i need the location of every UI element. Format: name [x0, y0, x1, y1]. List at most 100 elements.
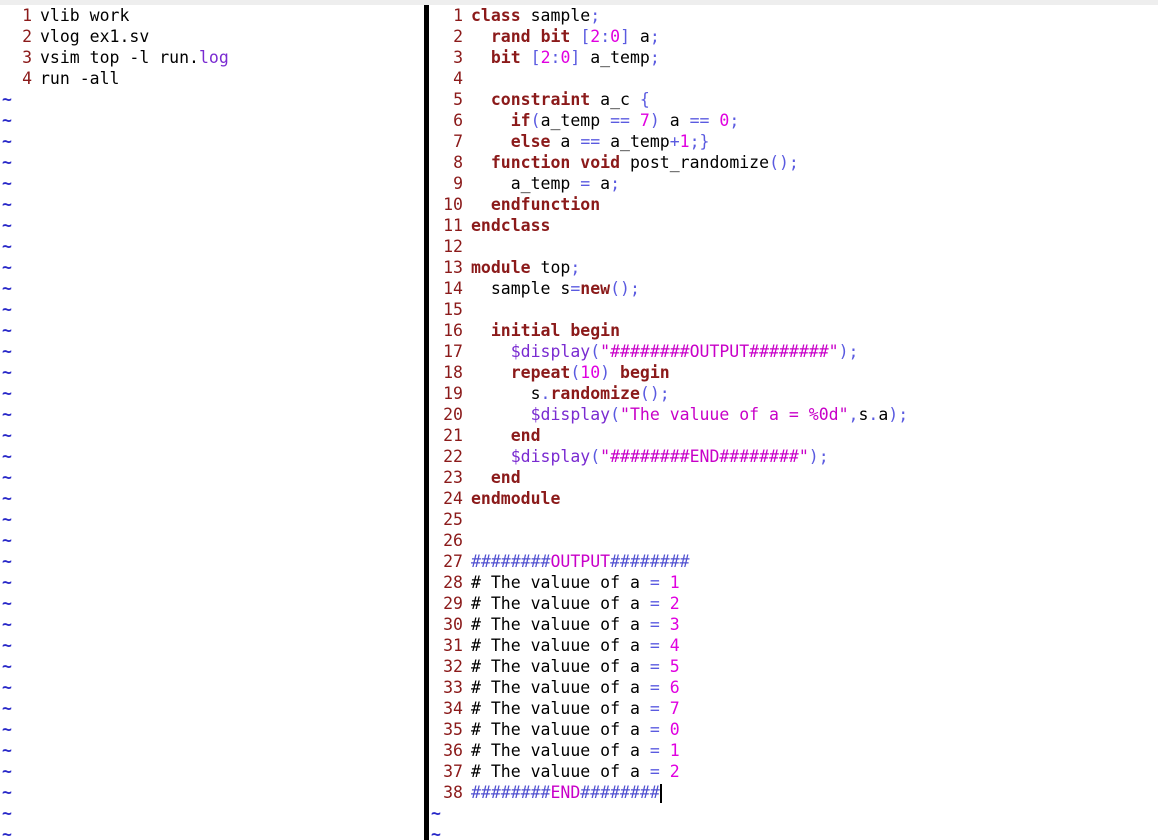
code-token: a_temp — [580, 48, 650, 67]
code-line[interactable]: 5 constraint a_c { — [429, 89, 1158, 110]
code-token: a — [630, 27, 650, 46]
code-line[interactable]: 21 end — [429, 425, 1158, 446]
code-token: post_randomize — [620, 153, 770, 172]
code-line[interactable]: 16 initial begin — [429, 320, 1158, 341]
line-number: 6 — [453, 111, 463, 130]
code-line[interactable]: 25 — [429, 509, 1158, 530]
code-line[interactable]: 38########END######## — [429, 782, 1158, 803]
code-token: ; — [610, 174, 621, 193]
code-token: 1 — [669, 741, 680, 760]
code-line[interactable]: 15 — [429, 299, 1158, 320]
empty-line-tilde: ~ — [2, 426, 12, 445]
text-cursor — [659, 784, 662, 803]
code-line[interactable]: 34# The valuue of a = 7 — [429, 698, 1158, 719]
empty-line-tilde: ~ — [2, 489, 12, 508]
code-line[interactable]: 3 bit [2:0] a_temp; — [429, 47, 1158, 68]
code-line[interactable]: 18 repeat(10) begin — [429, 362, 1158, 383]
code-token: ); — [888, 405, 909, 424]
vertical-split-separator[interactable] — [424, 5, 429, 840]
code-token: a — [659, 111, 690, 130]
code-line[interactable]: 12 — [429, 236, 1158, 257]
code-token: # The valuue of a — [471, 762, 650, 781]
line-number: 29 — [443, 594, 463, 613]
code-line[interactable]: 22 $display("########END########"); — [429, 446, 1158, 467]
code-token — [660, 720, 670, 739]
line-number: 3 — [22, 48, 32, 67]
code-token: 6 — [669, 678, 680, 697]
code-token: 2 — [540, 48, 551, 67]
line-number: 27 — [443, 552, 463, 571]
code-line[interactable]: 4 — [429, 68, 1158, 89]
code-line[interactable]: 8 function void post_randomize(); — [429, 152, 1158, 173]
code-token: "The valuue of a = %0d" — [620, 405, 849, 424]
line-number: 1 — [453, 6, 463, 25]
code-token: 0 — [669, 720, 680, 739]
line-number: 15 — [443, 300, 463, 319]
code-token: vlog ex1.sv — [40, 27, 150, 46]
line-number: 33 — [443, 678, 463, 697]
code-token: # The valuue of a — [471, 720, 650, 739]
code-token: = — [649, 741, 660, 760]
empty-line-tilde: ~ — [2, 237, 12, 256]
code-line[interactable]: 23 end — [429, 467, 1158, 488]
line-number: 12 — [443, 237, 463, 256]
empty-line-tilde: ~ — [2, 573, 12, 592]
code-token: s — [471, 384, 541, 403]
code-token: 2 — [669, 762, 680, 781]
code-token: $display — [530, 405, 611, 424]
code-token: # The valuue of a — [471, 678, 650, 697]
line-number: 38 — [443, 783, 463, 802]
code-token: endmodule — [471, 489, 561, 508]
code-line[interactable]: 10 endfunction — [429, 194, 1158, 215]
code-line[interactable]: 37# The valuue of a = 2 — [429, 761, 1158, 782]
empty-line-tilde: ~ — [2, 174, 12, 193]
code-line[interactable]: 31# The valuue of a = 4 — [429, 635, 1158, 656]
code-token — [660, 678, 670, 697]
code-line[interactable]: 14 sample s=new(); — [429, 278, 1158, 299]
code-line[interactable]: 30# The valuue of a = 3 — [429, 614, 1158, 635]
code-line[interactable]: 28# The valuue of a = 1 — [429, 572, 1158, 593]
line-number: 9 — [453, 174, 463, 193]
code-line[interactable]: 9 a_temp = a; — [429, 173, 1158, 194]
code-token — [660, 594, 670, 613]
line-number: 26 — [443, 531, 463, 550]
code-line[interactable]: 2 rand bit [2:0] a; — [429, 26, 1158, 47]
empty-line-tilde: ~ — [2, 258, 12, 277]
code-line[interactable]: 36# The valuue of a = 1 — [429, 740, 1158, 761]
code-token: = — [580, 174, 591, 193]
code-token: sample s — [471, 279, 571, 298]
code-line[interactable]: 33# The valuue of a = 6 — [429, 677, 1158, 698]
code-line[interactable]: 26 — [429, 530, 1158, 551]
code-line[interactable]: 19 s.randomize(); — [429, 383, 1158, 404]
code-line[interactable]: 35# The valuue of a = 0 — [429, 719, 1158, 740]
line-number: 4 — [453, 69, 463, 88]
code-token — [660, 636, 670, 655]
code-line[interactable]: 17 $display("########OUTPUT########"); — [429, 341, 1158, 362]
code-token: [ — [580, 27, 591, 46]
empty-line-tilde: ~ — [2, 657, 12, 676]
line-number: 2 — [453, 27, 463, 46]
code-token: ( — [590, 447, 601, 466]
line-number: 17 — [443, 342, 463, 361]
code-line[interactable]: 27########OUTPUT######## — [429, 551, 1158, 572]
code-line[interactable]: 32# The valuue of a = 5 — [429, 656, 1158, 677]
code-line[interactable]: 7 else a == a_temp+1;} — [429, 131, 1158, 152]
empty-line-tilde: ~ — [2, 615, 12, 634]
code-line[interactable]: 20 $display("The valuue of a = %0d",s.a)… — [429, 404, 1158, 425]
code-token: # The valuue of a — [471, 699, 650, 718]
code-token: ;} — [689, 132, 710, 151]
code-line[interactable]: 6 if(a_temp == 7) a == 0; — [429, 110, 1158, 131]
code-line[interactable]: 29# The valuue of a = 2 — [429, 593, 1158, 614]
